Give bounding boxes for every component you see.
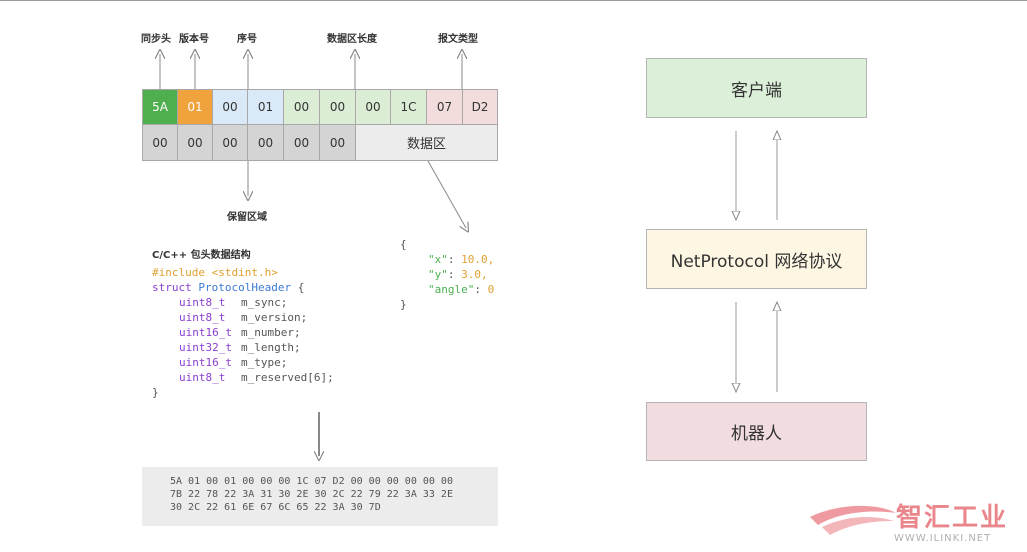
json-value: 3.0, xyxy=(461,268,488,281)
code-open-brace: { xyxy=(297,281,305,294)
code-title: C/C++ 包头数据结构 xyxy=(152,250,251,261)
byte-cell-reserved-4: 00 xyxy=(247,124,284,161)
json-value: 10.0, xyxy=(461,253,495,266)
code-field-line: uint32_t m_length; xyxy=(179,340,301,355)
code-field-type: uint8_t xyxy=(179,296,226,309)
byte-cell-seq-1: 00 xyxy=(212,89,248,125)
code-field-line: uint16_t m_type; xyxy=(179,355,287,370)
json-key: "y" xyxy=(428,268,448,281)
byte-cell-version: 01 xyxy=(177,89,213,125)
label-sequence: 序号 xyxy=(237,34,257,45)
watermark-url: WWW.ILINKI.NET xyxy=(894,533,992,544)
byte-cell-reserved-2: 00 xyxy=(177,124,213,161)
watermark-logo-icon xyxy=(810,505,896,535)
byte-cell-reserved-1: 00 xyxy=(142,124,178,161)
code-field-type: uint16_t xyxy=(179,326,232,339)
label-version: 版本号 xyxy=(179,34,209,45)
hex-line: 5A 01 00 01 00 00 00 1C 07 D2 00 00 00 0… xyxy=(170,476,453,487)
code-field-decl: m_length; xyxy=(241,341,301,354)
byte-cell-reserved-5: 00 xyxy=(283,124,320,161)
code-field-decl: m_version; xyxy=(241,311,308,324)
code-close-brace: } xyxy=(152,386,159,399)
code-struct-keyword: struct xyxy=(152,281,192,294)
watermark: 智汇工业 WWW.ILINKI.NET xyxy=(808,497,1023,549)
code-field-line: uint8_t m_reserved[6]; xyxy=(179,370,334,385)
byte-cell-length-1: 00 xyxy=(283,89,320,125)
json-entry: "x": 10.0, xyxy=(428,253,495,266)
protocol-box: NetProtocol 网络协议 xyxy=(646,229,867,289)
code-field-decl: m_number; xyxy=(241,326,301,339)
label-reserved-area: 保留区域 xyxy=(227,212,267,223)
data-area-cell: 数据区 xyxy=(355,124,498,161)
json-key: "x" xyxy=(428,253,448,266)
robot-box: 机器人 xyxy=(646,402,867,461)
code-struct-name: ProtocolHeader xyxy=(198,281,292,294)
code-field-type: uint32_t xyxy=(179,341,232,354)
byte-cell-seq-2: 01 xyxy=(247,89,284,125)
code-field-line: uint8_t m_sync; xyxy=(179,295,287,310)
code-field-type: uint16_t xyxy=(179,356,232,369)
byte-cell-length-3: 00 xyxy=(355,89,391,125)
json-close-brace: } xyxy=(400,298,407,311)
json-entry: "angle": 0 xyxy=(428,283,495,296)
byte-cell-type-1: 07 xyxy=(426,89,463,125)
client-box: 客户端 xyxy=(646,58,867,118)
code-include-line: #include <stdint.h> xyxy=(152,266,278,279)
byte-cell-length-2: 00 xyxy=(319,89,356,125)
label-data-length: 数据区长度 xyxy=(327,34,377,45)
code-field-decl: m_sync; xyxy=(241,296,288,309)
code-field-decl: m_type; xyxy=(241,356,288,369)
label-message-type: 报文类型 xyxy=(438,34,478,45)
hex-line: 7B 22 78 22 3A 31 30 2E 30 2C 22 79 22 3… xyxy=(170,489,453,500)
json-key: "angle" xyxy=(428,283,475,296)
hex-line: 30 2C 22 61 6E 67 6C 65 22 3A 30 7D xyxy=(170,502,381,513)
code-field-line: uint16_t m_number; xyxy=(179,325,301,340)
code-field-type: uint8_t xyxy=(179,371,226,384)
byte-cell-reserved-3: 00 xyxy=(212,124,248,161)
byte-cell-length-4: 1C xyxy=(390,89,427,125)
watermark-brand: 智汇工业 xyxy=(896,503,1009,533)
code-struct-line: struct ProtocolHeader { xyxy=(152,280,304,295)
code-field-type: uint8_t xyxy=(179,311,226,324)
byte-cell-sync: 5A xyxy=(142,89,178,125)
json-open-brace: { xyxy=(400,238,407,251)
hex-dump-panel: 5A 01 00 01 00 00 00 1C 07 D2 00 00 00 0… xyxy=(142,467,498,526)
byte-cell-reserved-6: 00 xyxy=(319,124,356,161)
label-sync-header: 同步头 xyxy=(141,34,171,45)
json-entry: "y": 3.0, xyxy=(428,268,488,281)
top-border xyxy=(0,0,1027,1)
byte-cell-type-2: D2 xyxy=(462,89,498,125)
code-field-line: uint8_t m_version; xyxy=(179,310,307,325)
code-field-decl: m_reserved[6]; xyxy=(241,371,334,384)
json-value: 0 xyxy=(487,283,495,296)
